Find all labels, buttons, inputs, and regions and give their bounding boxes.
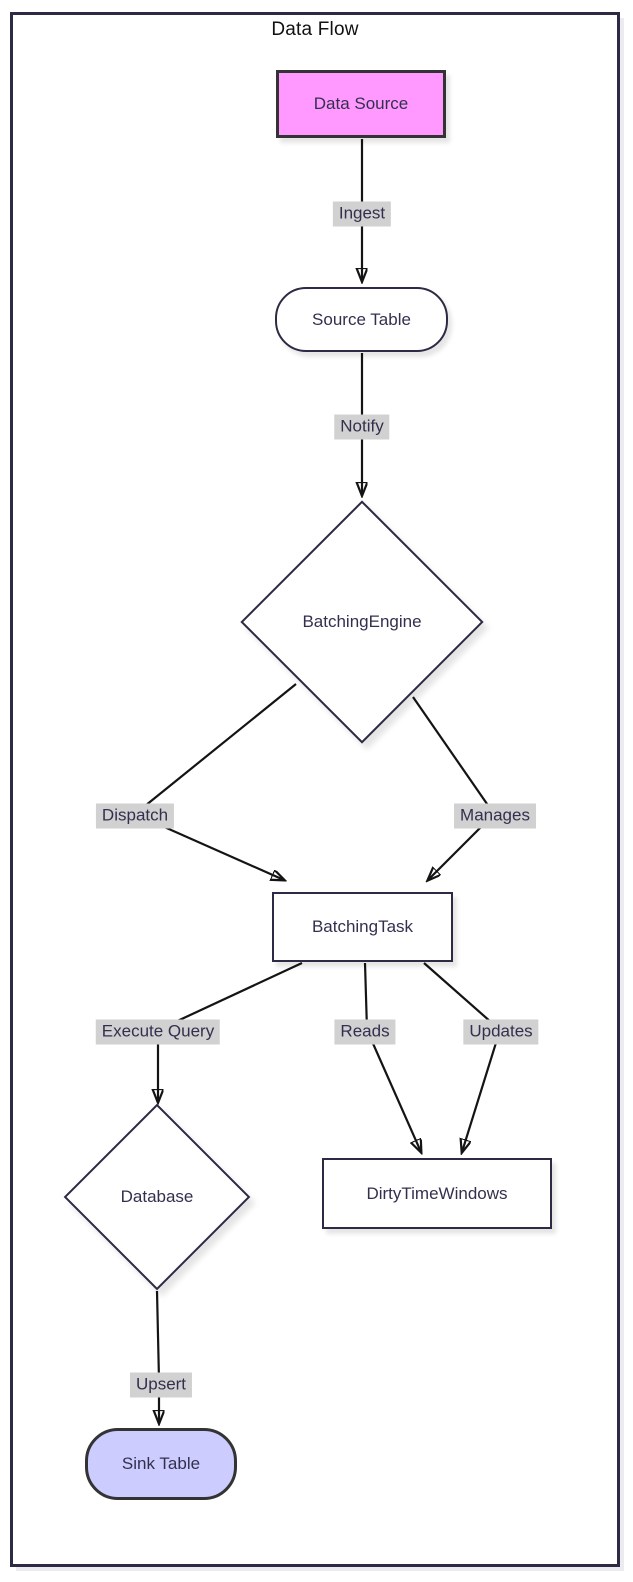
edge-label-execute-query: Execute Query bbox=[95, 1019, 221, 1045]
edge-label-dispatch: Dispatch bbox=[95, 803, 175, 829]
edge-label-ingest: Ingest bbox=[332, 201, 392, 227]
node-dirty-time-windows-label: DirtyTimeWindows bbox=[366, 1183, 508, 1203]
edge-label-reads: Reads bbox=[334, 1019, 396, 1045]
node-batching-task-label: BatchingTask bbox=[311, 917, 414, 936]
diagram-frame bbox=[10, 12, 620, 1567]
edge-label-updates: Updates bbox=[463, 1019, 539, 1045]
node-source-table: Source Table bbox=[275, 287, 448, 352]
database-diamond-shape bbox=[63, 1103, 251, 1291]
node-sink-table-label: Sink Table bbox=[121, 1454, 201, 1473]
edge-label-upsert: Upsert bbox=[129, 1372, 193, 1398]
diagram-title: Data Flow bbox=[271, 19, 359, 40]
edge-label-manages: Manages bbox=[454, 803, 536, 829]
node-batching-task: BatchingTask bbox=[272, 892, 453, 962]
node-data-source: Data Source bbox=[276, 70, 446, 138]
edge-label-notify: Notify bbox=[334, 414, 390, 440]
node-batching-engine bbox=[240, 500, 484, 744]
batching-engine-diamond-shape bbox=[240, 500, 484, 744]
node-database bbox=[63, 1103, 251, 1291]
node-source-table-label: Source Table bbox=[312, 309, 411, 329]
node-data-source-label: Data Source bbox=[313, 94, 409, 113]
node-sink-table: Sink Table bbox=[85, 1428, 237, 1500]
node-dirty-time-windows: DirtyTimeWindows bbox=[322, 1158, 552, 1229]
